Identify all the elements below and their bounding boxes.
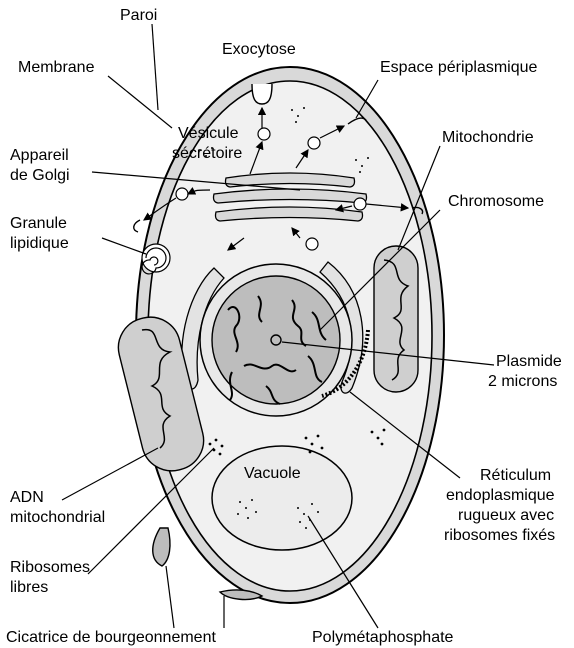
label-plasmide-1: Plasmide (496, 353, 562, 370)
periplasmic-pocket-left (134, 220, 140, 232)
label-adn-2: mitochondrial (10, 509, 105, 526)
label-reticulum-1: Réticulum (480, 467, 551, 484)
label-vesicule-2: sécrétoire (172, 145, 242, 162)
exocytosis-pocket (252, 84, 272, 104)
label-ribosomes-1: Ribosomes (10, 559, 90, 576)
label-granule-1: Granule (10, 215, 67, 232)
label-vesicule-1: Vésicule (178, 125, 239, 142)
label-granule-2: lipidique (10, 235, 69, 252)
label-membrane: Membrane (18, 59, 95, 76)
label-exocytose: Exocytose (222, 41, 296, 58)
label-chromosome: Chromosome (448, 193, 544, 210)
label-paroi: Paroi (120, 7, 157, 24)
label-cicatrice: Cicatrice de bourgeonnement (6, 629, 216, 646)
bud-scar-left (153, 528, 170, 566)
label-appareil-1: Appareil (10, 147, 69, 164)
label-reticulum-4: ribosomes fixés (444, 527, 555, 544)
label-adn-1: ADN (10, 489, 44, 506)
label-vacuole: Vacuole (244, 465, 301, 482)
label-mitochondrie: Mitochondrie (442, 129, 534, 146)
label-appareil-2: de Golgi (10, 167, 70, 184)
label-polymetaphosphate: Polymétaphosphate (312, 629, 454, 646)
vacuole (212, 446, 352, 550)
label-plasmide-2: 2 microns (488, 373, 557, 390)
label-espace-periplasmique: Espace périplasmique (380, 59, 538, 76)
label-reticulum-3: rugueux avec (458, 507, 554, 524)
golgi-apparatus (214, 173, 367, 221)
label-ribosomes-2: libres (10, 579, 48, 596)
label-reticulum-2: endoplasmique (446, 487, 555, 504)
mitochondrion-right (374, 246, 418, 392)
